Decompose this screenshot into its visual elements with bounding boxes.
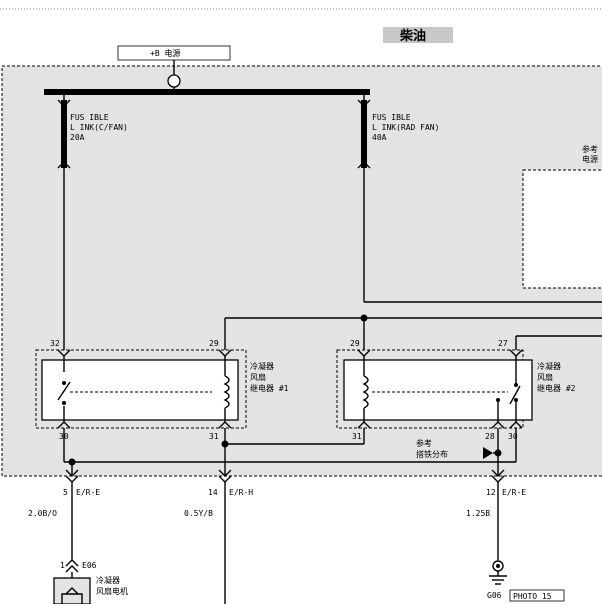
relay-2-line2: 风扇 [537,372,553,382]
motor-pin: 1 [60,561,65,570]
relay-1-line3: 继电器 #1 [250,383,289,393]
photo-ref: PHOTO 15 [513,592,552,601]
reference-line1: 参考 [582,144,598,154]
conn-3-pin: 12 [486,488,496,497]
conn-1-code: E/R-E [76,488,100,497]
fuse-link-cfan [61,100,67,168]
motor-icon [53,577,91,604]
relay-1-pin-32: 32 [50,339,60,348]
fuse-2-line1: FUS IBLE [372,113,411,122]
motor-line1: 冷凝器 [96,575,120,585]
ground-code: G06 [487,591,502,600]
fuse-1-line3: 20A [70,133,85,142]
relay-1-pin-29: 29 [209,339,219,348]
fuse-2-line2: L INK(RAD FAN) [372,123,439,132]
relay-2-box [343,359,533,421]
relay-2-pin-28: 28 [485,432,495,441]
fuse-1-line1: FUS IBLE [70,113,109,122]
ground-ref-line1: 参考 [416,438,432,448]
relay-1-line2: 风扇 [250,372,266,382]
wire-3-spec: 1.25B [466,509,490,518]
bus-bar [44,89,370,95]
relay-2-pin-30: 30 [508,432,518,441]
conn-2-code: E/R-H [229,488,253,497]
motor-code: E06 [82,561,97,570]
relay-2-line3: 继电器 #2 [537,383,576,393]
fuse-1-line2: L INK(C/FAN) [70,123,128,132]
fuse-2-line3: 40A [372,133,387,142]
wire-2-spec: 0.5Y/B [184,509,213,518]
photo-ref-box [509,589,565,602]
conn-2-pin: 14 [208,488,218,497]
relay-2-line1: 冷凝器 [537,361,561,371]
junction-dot-2 [221,440,229,448]
relay-2-pin-29: 29 [350,339,360,348]
relay-1-line1: 冷凝器 [250,361,274,371]
relay-1-box [41,359,239,421]
relay-2-pin-31: 31 [352,432,362,441]
reference-power-box [522,169,602,289]
relay-2-pin-27: 27 [498,339,508,348]
conn-3-code: E/R-E [502,488,526,497]
conn-1-pin: 5 [63,488,68,497]
ground-ref-line2: 搭铁分布 [416,449,448,459]
section-title-bg [383,27,453,43]
power-terminal [167,74,181,88]
power-label: +B 电源 [150,48,180,58]
section-title: 柴油 [399,28,426,44]
relay-1-dashed [35,349,247,429]
reference-line2: 电源 [582,154,598,164]
ground-ref-arrow [483,447,493,459]
wire-1-spec: 2.0B/O [28,509,57,518]
fuse-link-radfan [361,100,367,168]
relay-1-pin-31: 31 [209,432,219,441]
motor-line2: 风扇电机 [96,586,128,596]
